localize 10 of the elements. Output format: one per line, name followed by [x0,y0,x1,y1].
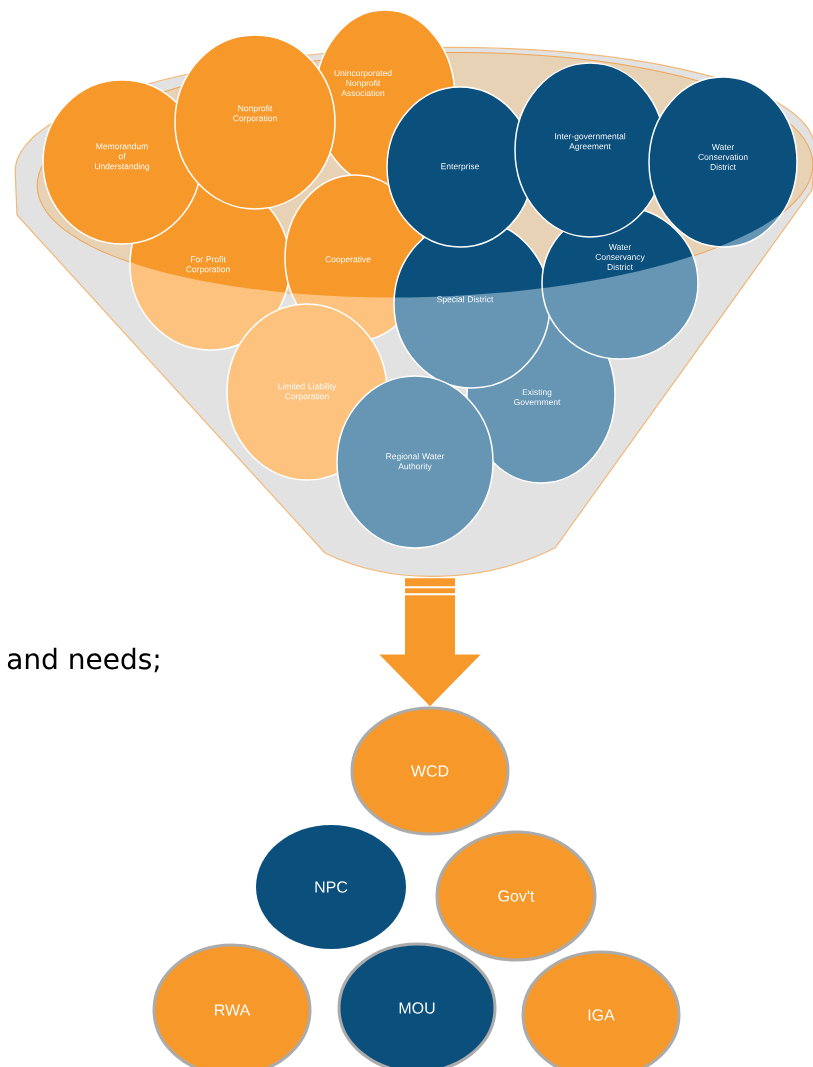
node-label: Cooperative [325,256,371,264]
node-label: Special District [437,296,494,304]
oval: WCD [350,706,510,836]
oval: MOU [337,942,497,1067]
node-label: Memorandum of Understanding [95,143,150,171]
oval: RWA [152,943,312,1067]
oval: Gov't [435,830,597,962]
oval: IGA [521,950,681,1067]
oval: NPC [256,825,406,949]
caption-text: and needs; [7,647,159,673]
